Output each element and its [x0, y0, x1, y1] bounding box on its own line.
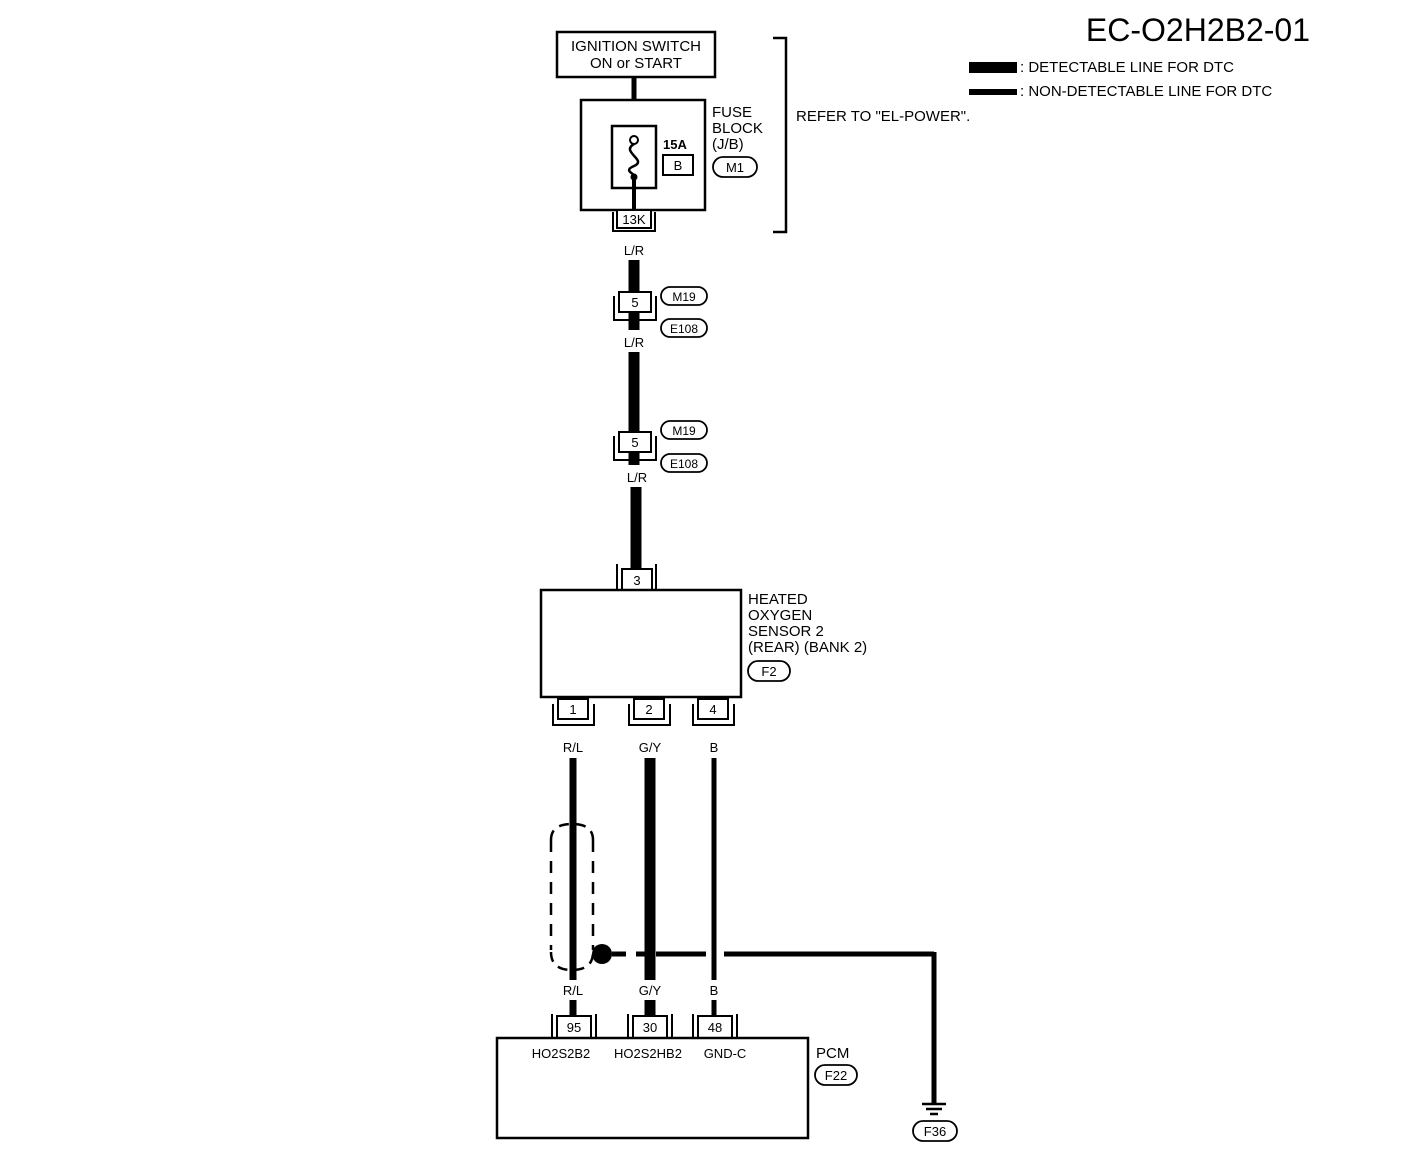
wire-color-gy-top: G/Y [639, 740, 662, 755]
joint-1-m19: M19 [672, 290, 696, 304]
shield-bottom-cap [549, 951, 595, 972]
fuse-block-connector: M1 [726, 160, 744, 175]
fuse-terminal-13k-box [616, 209, 652, 229]
joint-2-e108: E108 [670, 457, 698, 471]
wire-color-b-bottom: B [710, 983, 719, 998]
pcm-signal-ho2s2b2: HO2S2B2 [532, 1046, 591, 1061]
fuse-block-label-2: BLOCK [712, 120, 763, 137]
ignition-switch-state: ON or START [590, 55, 682, 72]
heated-oxygen-sensor: 3 HEATED OXYGEN SENSOR 2 (REAR) (BANK 2)… [539, 564, 867, 726]
fuse-terminal-13k: 13K [622, 212, 645, 227]
wire-color-gy-bottom: G/Y [639, 983, 662, 998]
detectable-line-swatch [969, 62, 1017, 73]
ignition-switch-label: IGNITION SWITCH [571, 38, 701, 55]
non-detectable-line-swatch [969, 89, 1017, 95]
sensor-terminal-4-shroud [692, 704, 735, 726]
joint-1-e108-badge [660, 318, 708, 338]
joint-2-m19: M19 [672, 424, 696, 438]
sensor-connector-badge [747, 660, 791, 682]
fuse-block-connector-badge [712, 156, 758, 178]
joint-1-e108: E108 [670, 322, 698, 336]
refer-note: REFER TO "EL-POWER". [796, 108, 970, 125]
ground-connector: F36 [924, 1124, 946, 1139]
fuse-rating: 15A [663, 137, 687, 152]
fuse-id-box [662, 154, 694, 176]
fuse-id: B [674, 158, 683, 173]
fuse-block: 15A B FUSE BLOCK (J/B) M1 13K [579, 98, 763, 232]
fuse-block-label-3: (J/B) [712, 136, 744, 153]
sensor-terminal-1-shroud [552, 704, 595, 726]
fuse-top-terminal [629, 135, 639, 145]
pcm-terminal-48: 48 [708, 1020, 722, 1035]
shielded-wire [549, 822, 937, 1104]
wire-color-b-top: B [710, 740, 719, 755]
shield-ground-splice [592, 944, 612, 964]
sensor-terminal-2: 2 [645, 702, 652, 717]
sensor-terminal-1: 1 [569, 702, 576, 717]
pcm-terminal-30: 30 [643, 1020, 657, 1035]
fuse-terminal-shroud [612, 212, 656, 232]
sensor-terminal-2-shroud [628, 704, 671, 726]
refer-bracket [773, 36, 788, 234]
sensor-label-4: (REAR) (BANK 2) [748, 639, 867, 656]
fuse-block-label-1: FUSE [712, 104, 752, 121]
pcm-connector: F22 [825, 1068, 847, 1083]
sensor-label-2: OXYGEN [748, 607, 812, 624]
pcm-connector-badge [814, 1064, 858, 1086]
wire-color-lr-3: L/R [627, 470, 647, 485]
joint-2-m19-badge [660, 420, 708, 440]
pcm-box [495, 1036, 810, 1140]
joint-connector-upper: 5 M19 E108 [613, 286, 708, 338]
pcm-signal-gnd-c: GND-C [704, 1046, 747, 1061]
pcm-terminal-95: 95 [567, 1020, 581, 1035]
fuse-bottom-terminal [630, 173, 638, 181]
pcm-signal-ho2s2hb2: HO2S2HB2 [614, 1046, 682, 1061]
ground-connector-badge [912, 1120, 958, 1142]
legend-detectable: : DETECTABLE LINE FOR DTC [1020, 59, 1234, 76]
sensor-terminal-4: 4 [709, 702, 716, 717]
wire-color-rl-bottom: R/L [563, 983, 583, 998]
sensor-terminal-3: 3 [633, 573, 640, 588]
joint-2-terminal: 5 [631, 435, 638, 450]
legend-non-detectable: : NON-DETECTABLE LINE FOR DTC [1020, 83, 1272, 100]
joint-1-terminal: 5 [631, 295, 638, 310]
ground-symbol-icon: F36 [912, 1102, 958, 1142]
sensor-connector: F2 [761, 664, 776, 679]
joint-2-e108-badge [660, 453, 708, 473]
wire-color-lr-1: L/R [624, 243, 644, 258]
sensor-terminal-1-box [557, 698, 589, 720]
joint-1-m19-badge [660, 286, 708, 306]
sensor-label-1: HEATED [748, 591, 808, 608]
sensor-terminal-4-box [697, 698, 729, 720]
wire-color-lr-2: L/R [624, 335, 644, 350]
sensor-label-3: SENSOR 2 [748, 623, 824, 640]
shield-top-cap [549, 822, 595, 841]
legend: : DETECTABLE LINE FOR DTC : NON-DETECTAB… [969, 59, 1272, 100]
pcm: 95 30 48 HO2S2B2 HO2S2HB2 GND-C PCM F22 [495, 1014, 858, 1140]
diagram-title: EC-O2H2B2-01 [1086, 12, 1310, 48]
sensor-terminal-2-box [633, 698, 665, 720]
joint-connector-lower: 5 M19 E108 [613, 420, 708, 473]
ignition-switch: IGNITION SWITCH ON or START [555, 30, 717, 79]
sensor-box [539, 588, 743, 699]
ignition-switch-box [555, 30, 717, 79]
pcm-label: PCM [816, 1045, 849, 1062]
wire-color-rl-top: R/L [563, 740, 583, 755]
